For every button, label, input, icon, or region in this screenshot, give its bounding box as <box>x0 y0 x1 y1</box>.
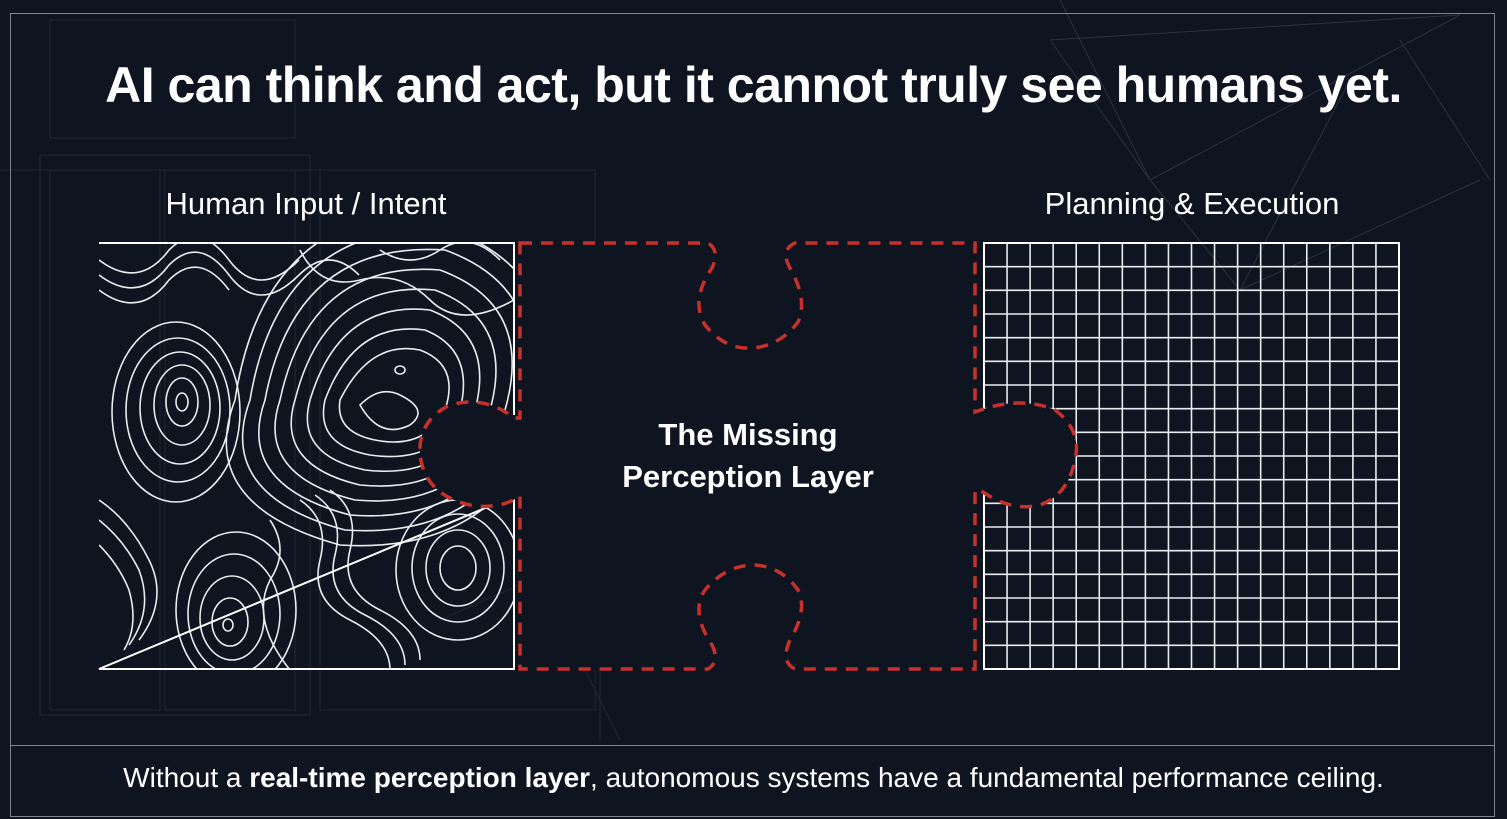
topographic-pattern <box>99 243 514 669</box>
center-label-line1: The Missing <box>658 417 838 452</box>
center-label-line2: Perception Layer <box>622 459 874 494</box>
puzzle-piece-outline <box>418 241 1079 671</box>
outer-frame <box>10 13 1495 817</box>
footer-suffix: , autonomous systems have a fundamental … <box>590 762 1384 793</box>
left-panel-label: Human Input / Intent <box>165 186 447 221</box>
footer-emphasis: real-time perception layer <box>249 762 591 793</box>
footer-divider <box>10 745 1495 746</box>
page-title: AI can think and act, but it cannot trul… <box>105 57 1402 113</box>
center-piece-label: The Missing Perception Layer <box>520 414 976 498</box>
right-panel-label: Planning & Execution <box>1044 186 1340 221</box>
grid-pattern <box>984 243 1399 669</box>
footer-prefix: Without a <box>123 762 250 793</box>
footer-caption: Without a real-time perception layer, au… <box>0 762 1507 794</box>
